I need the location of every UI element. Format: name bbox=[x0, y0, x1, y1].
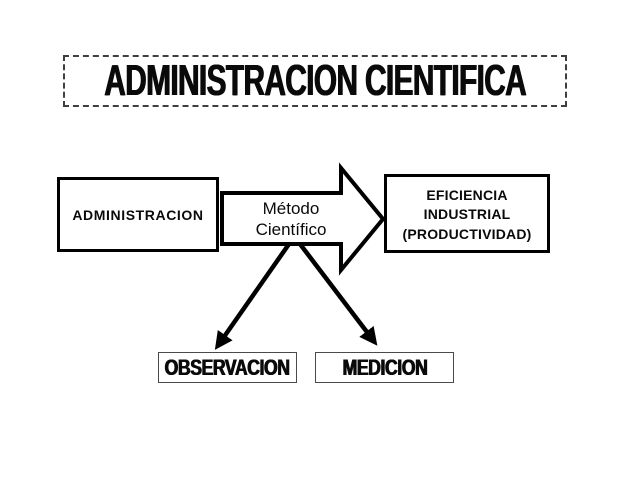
metodo-line2: Científico bbox=[255, 220, 327, 239]
observacion-label: OBSERVACION bbox=[164, 354, 291, 380]
arrow-to-observacion-line bbox=[214, 242, 291, 350]
observacion-box: OBSERVACION bbox=[158, 352, 297, 383]
metodo-line1: Método bbox=[262, 199, 320, 218]
eficiencia-line3: (PRODUCTIVIDAD) bbox=[402, 225, 532, 242]
medicion-label: MEDICION bbox=[342, 354, 427, 380]
eficiencia-box: EFICIENCIA INDUSTRIAL (PRODUCTIVIDAD) bbox=[384, 174, 550, 253]
eficiencia-line2: INDUSTRIAL bbox=[423, 206, 511, 223]
page-title: ADMINISTRACION CIENTIFICA bbox=[104, 56, 526, 105]
administracion-box: ADMINISTRACION bbox=[57, 177, 219, 252]
eficiencia-line1: EFICIENCIA bbox=[426, 186, 508, 203]
arrow-to-medicion-line bbox=[298, 242, 378, 346]
administracion-label: ADMINISTRACION bbox=[72, 206, 204, 223]
medicion-box: MEDICION bbox=[315, 352, 454, 383]
title-box: ADMINISTRACION CIENTIFICA bbox=[63, 55, 567, 107]
metodo-cientifico-label: Método Científico bbox=[222, 195, 360, 243]
